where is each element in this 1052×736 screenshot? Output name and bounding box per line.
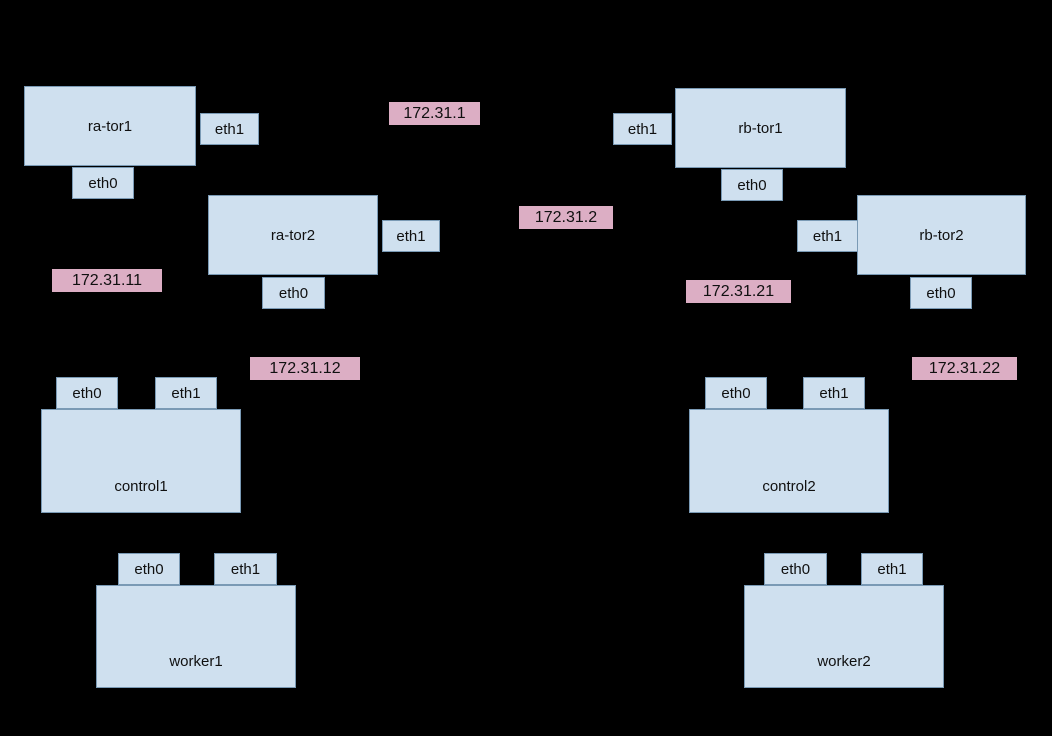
- port-ra-tor1-eth0[interactable]: eth0: [72, 167, 134, 199]
- node-rb-tor1[interactable]: rb-tor1: [675, 88, 846, 168]
- port-label: eth1: [819, 384, 849, 402]
- port-label: eth0: [780, 560, 811, 578]
- port-label: eth1: [877, 560, 907, 578]
- port-label: eth0: [737, 176, 767, 194]
- port-label: eth1: [812, 227, 843, 245]
- port-control2-eth0[interactable]: eth0: [705, 377, 767, 409]
- node-label: worker2: [817, 653, 871, 670]
- port-label: eth0: [721, 384, 751, 402]
- port-control2-eth1[interactable]: eth1: [803, 377, 865, 409]
- node-label: control2: [762, 478, 816, 495]
- port-label: eth0: [926, 284, 956, 302]
- node-label: rb-tor1: [738, 119, 783, 137]
- network-label-net-172-31-11: 172.31.11: [52, 269, 162, 292]
- node-label: control1: [114, 478, 168, 495]
- port-control1-eth0[interactable]: eth0: [56, 377, 118, 409]
- port-worker1-eth1[interactable]: eth1: [214, 553, 277, 585]
- node-worker1[interactable]: worker1: [96, 585, 296, 688]
- node-control2[interactable]: control2: [689, 409, 889, 513]
- port-control1-eth1[interactable]: eth1: [155, 377, 217, 409]
- node-control1[interactable]: control1: [41, 409, 241, 513]
- node-rb-tor2[interactable]: rb-tor2: [857, 195, 1026, 275]
- port-worker2-eth0[interactable]: eth0: [764, 553, 827, 585]
- port-label: eth0: [134, 560, 164, 578]
- network-label-net-172-31-2: 172.31.2: [519, 206, 613, 229]
- network-label-net-172-31-22: 172.31.22: [912, 357, 1017, 380]
- port-label: eth1: [230, 560, 261, 578]
- port-label: eth0: [278, 284, 309, 302]
- port-label: eth1: [396, 227, 426, 245]
- node-label: rb-tor2: [919, 226, 964, 244]
- port-label: eth1: [214, 120, 245, 138]
- port-ra-tor2-eth0[interactable]: eth0: [262, 277, 325, 309]
- port-worker1-eth0[interactable]: eth0: [118, 553, 180, 585]
- port-label: eth0: [88, 174, 118, 192]
- port-rb-tor1-eth0[interactable]: eth0: [721, 169, 783, 201]
- node-label: ra-tor1: [87, 117, 133, 135]
- port-label: eth1: [627, 120, 658, 138]
- port-rb-tor1-eth1[interactable]: eth1: [613, 113, 672, 145]
- port-rb-tor2-eth1[interactable]: eth1: [797, 220, 858, 252]
- port-label: eth1: [171, 384, 201, 402]
- port-label: eth0: [72, 384, 102, 402]
- node-label: ra-tor2: [270, 226, 316, 244]
- port-worker2-eth1[interactable]: eth1: [861, 553, 923, 585]
- network-label-net-172-31-12: 172.31.12: [250, 357, 360, 380]
- port-rb-tor2-eth0[interactable]: eth0: [910, 277, 972, 309]
- network-label-net-172-31-21: 172.31.21: [686, 280, 791, 303]
- node-worker2[interactable]: worker2: [744, 585, 944, 688]
- node-ra-tor2[interactable]: ra-tor2: [208, 195, 378, 275]
- network-label-net-172-31-1: 172.31.1: [389, 102, 480, 125]
- node-ra-tor1[interactable]: ra-tor1: [24, 86, 196, 166]
- node-label: worker1: [169, 653, 223, 670]
- port-ra-tor2-eth1[interactable]: eth1: [382, 220, 440, 252]
- port-ra-tor1-eth1[interactable]: eth1: [200, 113, 259, 145]
